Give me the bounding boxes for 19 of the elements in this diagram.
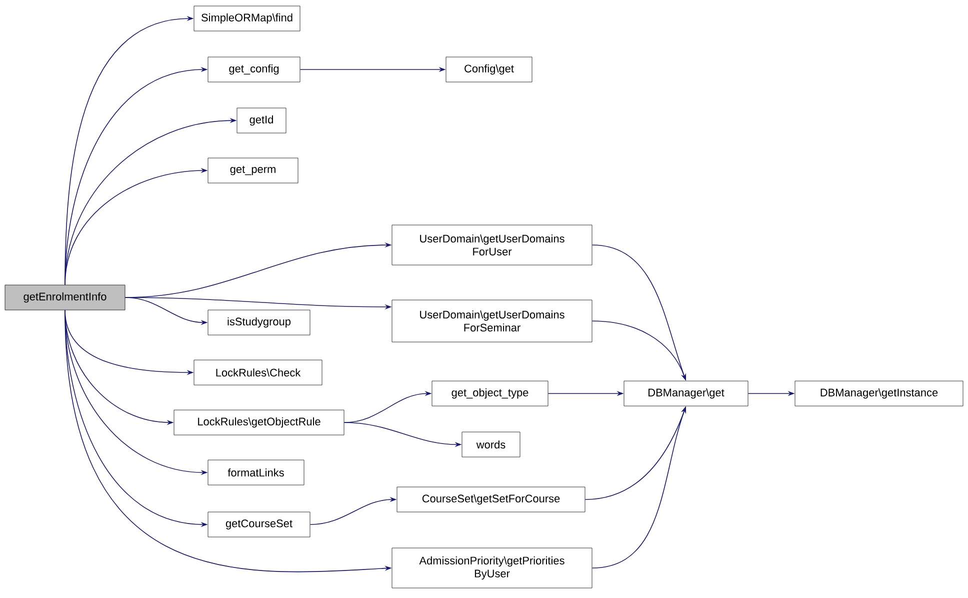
function-box: getCourseSet bbox=[208, 512, 310, 538]
function-box: LockRules\getObjectRule bbox=[174, 410, 344, 436]
function-box: words bbox=[462, 432, 520, 458]
function-box: get_perm bbox=[208, 158, 298, 184]
function-box: LockRules\Check bbox=[194, 360, 322, 386]
function-box: Config\get bbox=[446, 56, 532, 82]
function-box: DBManager\getInstance bbox=[794, 380, 964, 406]
function-box: isStudygroup bbox=[208, 310, 310, 336]
function-box: DBManager\get bbox=[624, 380, 748, 406]
function-box: AdmissionPriority\getPriorities ByUser bbox=[392, 548, 592, 588]
function-box: UserDomain\getUserDomains ForUser bbox=[392, 224, 592, 266]
function-box: getEnrolmentInfo bbox=[4, 284, 126, 310]
function-box: get_config bbox=[208, 56, 300, 82]
function-box: formatLinks bbox=[208, 460, 304, 486]
function-box: get_object_type bbox=[432, 380, 548, 406]
function-box: getId bbox=[236, 108, 286, 134]
function-box: CourseSet\getSetForCourse bbox=[396, 486, 586, 512]
function-box: UserDomain\getUserDomains ForSeminar bbox=[392, 300, 592, 342]
function-box: SimpleORMap\find bbox=[194, 6, 300, 32]
